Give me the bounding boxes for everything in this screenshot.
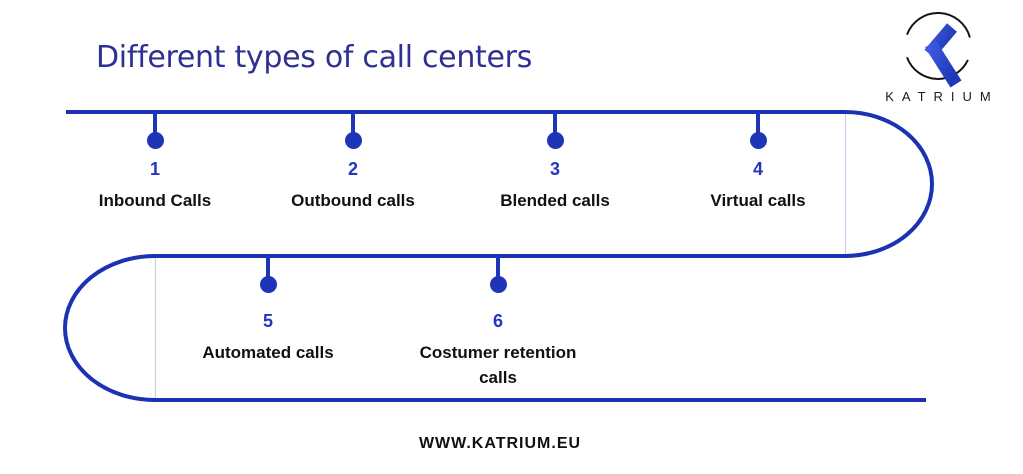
item-label: Outbound calls	[291, 190, 415, 210]
timeline-dot	[344, 132, 362, 149]
timeline-dot	[546, 132, 564, 149]
item-label: Blended calls	[500, 190, 610, 210]
katrium-wordmark: KATRIUM	[885, 89, 999, 104]
timeline-item-5: 5 Automated calls	[176, 256, 360, 365]
timeline-dot	[146, 132, 164, 149]
item-label: Virtual calls	[710, 190, 806, 210]
timeline-connector	[351, 112, 355, 133]
page-title: Different types of call centers	[96, 40, 533, 75]
timeline-item-6: 6 Costumer retention calls	[406, 256, 590, 391]
timeline-connector	[756, 112, 760, 133]
timeline-dot	[749, 132, 767, 149]
track-path	[63, 110, 934, 402]
timeline-connector	[553, 112, 557, 133]
item-label: Automated calls	[202, 342, 334, 362]
timeline-item-1: 1 Inbound Calls	[63, 112, 247, 213]
item-label: Inbound Calls	[98, 190, 212, 210]
timeline-item-3: 3 Blended calls	[463, 112, 647, 213]
katrium-logo: KATRIUM	[876, 6, 1000, 104]
item-number: 6	[492, 311, 503, 331]
item-number: 4	[752, 159, 763, 179]
timeline-dot	[489, 276, 507, 293]
timeline-connector	[153, 112, 157, 133]
item-number: 5	[262, 311, 273, 331]
timeline-item-4: 4 Virtual calls	[666, 112, 850, 213]
item-label: Costumer retention calls	[419, 342, 577, 388]
item-number: 3	[549, 159, 560, 179]
timeline-item-2: 2 Outbound calls	[261, 112, 445, 213]
website-url: WWW.KATRIUM.EU	[418, 435, 582, 452]
k-in-circle-icon	[906, 12, 971, 88]
item-number: 2	[347, 159, 358, 179]
timeline-dot	[259, 276, 277, 293]
item-number: 1	[149, 159, 160, 179]
timeline-connector	[496, 256, 500, 277]
timeline-connector	[266, 256, 270, 277]
